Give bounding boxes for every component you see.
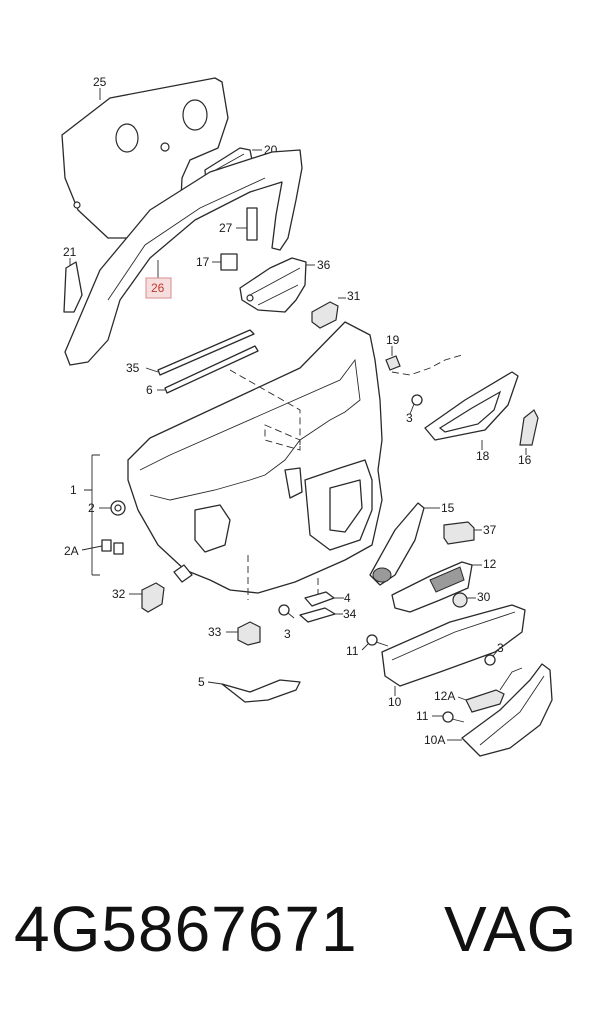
brand-name: VAG [444,893,578,965]
label-34: 34 [343,607,357,621]
label-5: 5 [198,675,205,689]
part-3-screw-lower [278,604,295,619]
label-35: 35 [126,361,140,375]
part-2A-clips [101,539,124,555]
part-19-clip [385,355,401,371]
label-10: 10 [388,695,402,709]
part-21-cover [63,261,83,313]
part-34-clip [299,607,336,623]
part-6-strip [164,345,259,394]
part-30-knob [452,592,468,608]
label-30: 30 [477,590,491,604]
label-4: 4 [344,591,351,605]
part-11-screw-upper [366,634,389,647]
label-1: 1 [70,483,77,497]
label-31: 31 [347,289,361,303]
label-21: 21 [63,245,77,259]
part-36-lock [239,257,307,313]
part-33-grommet [237,621,261,646]
part-3-screw-right [484,649,499,666]
label-3-upper: 3 [406,411,413,425]
label-25: 25 [93,75,107,89]
exploded-parts-diagram: 25 20 26 27 17 21 36 31 35 6 [61,75,553,757]
label-11-lower: 11 [416,709,429,723]
part-10A-armrest-cover [461,663,553,757]
part-10-armrest [381,604,526,687]
part-number: 4G5867671 [14,893,358,965]
part-37-cap [443,521,475,545]
part-3-screw-upper [409,394,423,415]
label-12: 12 [483,557,497,571]
label-10A: 10A [424,733,445,747]
label-17: 17 [196,255,210,269]
part-35-strip [157,329,255,376]
label-12A: 12A [434,689,455,703]
part-26-trim [64,149,303,366]
label-32: 32 [112,587,126,601]
label-2A: 2A [64,544,79,558]
label-18: 18 [476,449,490,463]
label-3-right: 3 [497,641,504,655]
label-6: 6 [146,383,153,397]
label-2: 2 [88,501,95,515]
part-12-switch-module [391,561,473,613]
label-27: 27 [219,221,233,235]
label-15: 15 [441,501,455,515]
part-15-speaker-cover [369,502,425,586]
label-33: 33 [208,625,222,639]
part-1-door-panel [127,321,383,594]
label-3-lower: 3 [284,627,291,641]
label-16: 16 [518,453,532,467]
part-12A-switch [465,667,523,713]
label-19: 19 [386,333,400,347]
part-5-pocket [221,679,301,703]
part-32-cover [141,582,165,613]
label-36: 36 [317,258,331,272]
label-26: 26 [151,281,165,295]
label-11-upper: 11 [346,644,359,658]
label-37: 37 [483,523,497,537]
part-16-grille [519,409,539,446]
part-18-bezel [424,371,519,441]
part-11-screw-lower [442,711,465,723]
part-4-clip [304,591,335,607]
highlight-box-26 [145,277,172,299]
part-31-switch [311,301,339,329]
part-27-clip [246,207,258,241]
part-25-sheet [61,77,229,239]
part-2-clip [110,500,126,516]
part-17-pad [220,253,238,271]
